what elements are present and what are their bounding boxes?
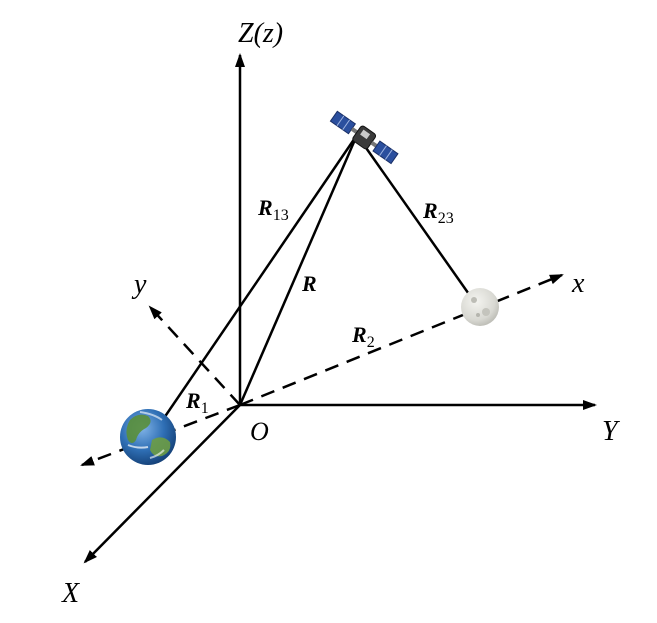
y-axis-label: Y xyxy=(602,416,621,447)
x-axis-rotating xyxy=(239,273,564,407)
vector-r-line xyxy=(238,134,359,406)
x-rotating-label: x xyxy=(571,268,585,299)
moon-icon xyxy=(461,288,499,326)
origin-label: O xyxy=(250,417,269,446)
vector-r13-line xyxy=(147,134,359,441)
z-axis-label: Z(z) xyxy=(238,18,283,49)
x-axis-capital xyxy=(83,404,241,564)
vector-r23-line xyxy=(355,134,480,308)
y-rotating-label: y xyxy=(131,269,147,300)
vector-r2-label: R2 xyxy=(351,322,375,351)
earth-icon xyxy=(120,409,176,465)
x-axis-rotating-negative xyxy=(80,403,241,467)
vector-r23-label: R23 xyxy=(422,198,454,227)
x-axis-label: X xyxy=(61,578,80,609)
vector-r1-label: R1 xyxy=(185,388,209,417)
vector-r13-label: R13 xyxy=(257,195,289,224)
vector-r-label: R xyxy=(301,271,317,296)
satellite-icon xyxy=(329,110,399,165)
